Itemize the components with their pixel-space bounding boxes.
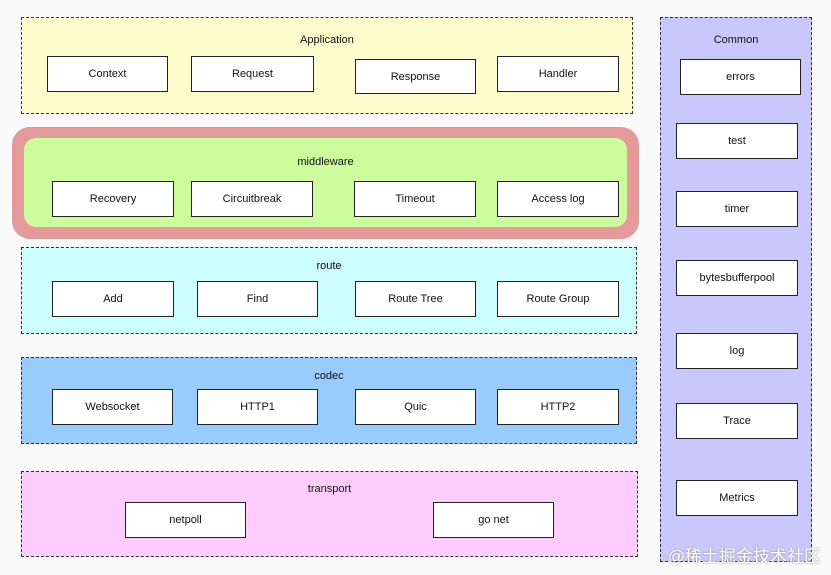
route-tree-box: Route Tree — [355, 281, 476, 317]
http2-box: HTTP2 — [497, 389, 619, 425]
circuitbreak-box: Circuitbreak — [191, 181, 313, 217]
request-box: Request — [191, 56, 314, 92]
go-net-box: go net — [433, 502, 554, 538]
log-box: log — [676, 333, 798, 369]
transport-layer: transport netpoll go net — [21, 471, 638, 557]
test-box: test — [676, 123, 798, 159]
context-box: Context — [47, 56, 168, 92]
codec-layer: codec Websocket HTTP1 Quic HTTP2 — [21, 357, 637, 444]
trace-box: Trace — [676, 403, 798, 439]
transport-layer-title: transport — [307, 483, 352, 495]
application-layer: Application Context Request Response Han… — [21, 17, 633, 114]
route-group-box: Route Group — [497, 281, 619, 317]
watermark: @稀土掘金技术社区 — [667, 547, 821, 566]
application-layer-title: Application — [300, 34, 354, 46]
quic-box: Quic — [355, 389, 476, 425]
route-layer-title: route — [316, 260, 342, 272]
codec-layer-title: codec — [314, 370, 344, 382]
timeout-box: Timeout — [354, 181, 476, 217]
netpoll-box: netpoll — [125, 502, 246, 538]
websocket-box: Websocket — [52, 389, 173, 425]
metrics-box: Metrics — [676, 480, 798, 516]
errors-box: errors — [680, 59, 801, 95]
http1-box: HTTP1 — [197, 389, 318, 425]
middleware-layer: middleware Recovery Circuitbreak Timeout… — [24, 138, 627, 227]
middleware-layer-title: middleware — [297, 156, 354, 168]
response-box: Response — [355, 59, 476, 94]
find-box: Find — [197, 281, 318, 317]
recovery-box: Recovery — [52, 181, 174, 217]
timer-box: timer — [676, 191, 798, 227]
common-layer-title: Common — [713, 34, 759, 46]
add-box: Add — [52, 281, 174, 317]
common-layer: Common errors test timer bytesbufferpool… — [660, 17, 812, 562]
access-log-box: Access log — [497, 181, 619, 217]
handler-box: Handler — [497, 56, 619, 92]
route-layer: route Add Find Route Tree Route Group — [21, 247, 637, 334]
bytesbufferpool-box: bytesbufferpool — [676, 260, 798, 296]
